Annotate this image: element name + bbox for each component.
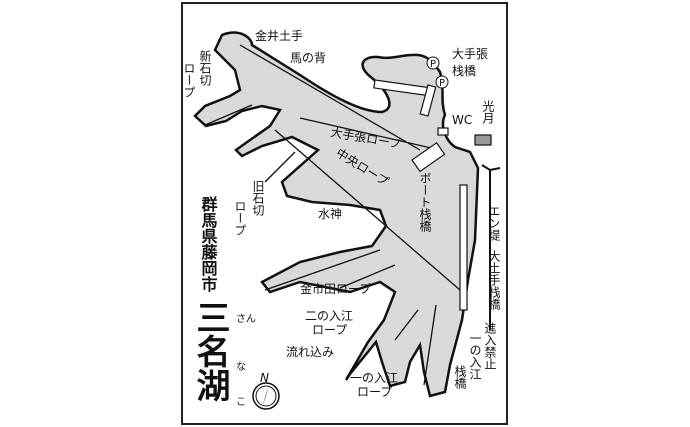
title-reading: こ: [236, 397, 246, 408]
parking-label: P: [430, 59, 436, 70]
north-arrow-icon: [252, 382, 280, 410]
label-ninoirie: 二の入江: [305, 309, 353, 323]
label-ichinoirie-rope: ロープ: [357, 385, 392, 399]
title-reading: さん: [236, 313, 256, 325]
lake-water: [193, 31, 480, 398]
label-suijin: 水神: [318, 207, 342, 221]
label-ichinoirie-pier-2: 栈橋: [453, 364, 467, 390]
label-uma-no-se: 馬の背: [290, 51, 326, 65]
title-reading: な: [236, 361, 246, 373]
label-shin-ishikiri: 新石切: [198, 49, 212, 87]
dam-embankment: [481, 164, 501, 330]
location-label: 群馬県藤岡市: [199, 195, 218, 293]
label-kyu-ishikiri-rope: ロープ: [233, 200, 247, 236]
label-kyu-ishikiri: 旧石切: [251, 180, 265, 217]
label-oodote-pier: 大土手栈橋: [487, 250, 501, 311]
label-kougetsu: 光月: [481, 100, 495, 125]
label-ninoirie-rope: ロープ: [312, 323, 347, 337]
label-ootebari-pier: 栈橋: [452, 63, 476, 78]
rope-lines: [204, 44, 461, 386]
label-kanaichida-rope: 金市田ロープ: [300, 281, 371, 296]
map-title: 三名湖: [190, 300, 230, 403]
label-ichinoirie: 一の入江: [350, 371, 398, 385]
north-label: N: [260, 371, 269, 385]
label-entei: エン堤: [487, 205, 501, 241]
piers: [373, 79, 492, 311]
boat-pier: [411, 141, 446, 173]
label-nagarekomi: 流れ込み: [286, 345, 334, 359]
oodote-pier: [459, 184, 468, 311]
parking-icon: [426, 56, 440, 70]
wc-building: [437, 127, 449, 136]
label-shin-ishikiri-rope: ロープ: [182, 62, 196, 98]
label-ootebari: 大手張: [452, 47, 488, 61]
label-wc: WC: [452, 113, 472, 127]
ootebari-pier-2: [419, 84, 437, 117]
parking-label: P: [439, 78, 445, 89]
label-kanai-dote: 金井土手: [255, 28, 303, 43]
label-ichinoirie-pier: 一の入江: [468, 332, 482, 380]
label-no-entry: 進入禁止: [483, 322, 497, 370]
parking-icon: [435, 75, 449, 89]
kougetsu-building: [474, 134, 492, 146]
label-boat-pier: ボート栈橋: [418, 172, 432, 233]
